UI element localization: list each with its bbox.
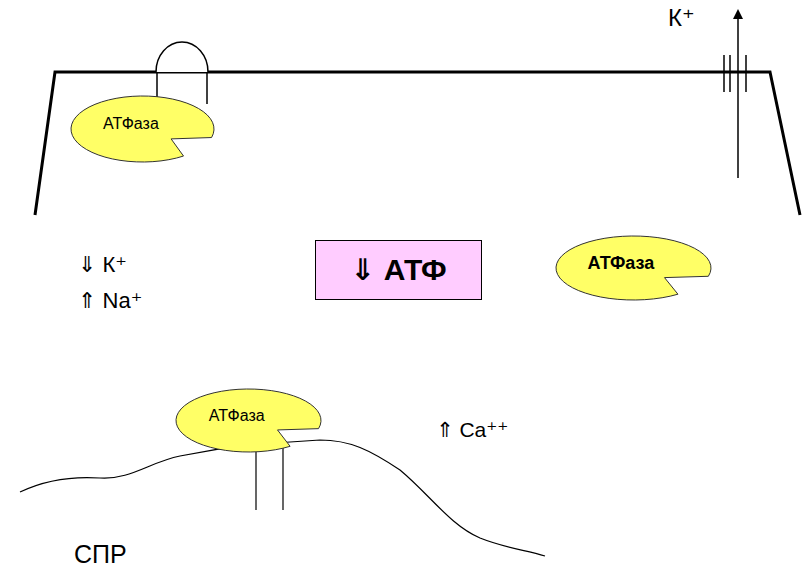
enzyme-outline xyxy=(556,236,711,300)
channel-wall xyxy=(729,55,731,92)
pump-wall xyxy=(156,72,158,98)
calcium-channel-wall xyxy=(255,448,256,510)
cell-membrane xyxy=(35,72,800,215)
ion-change-label: ⇑ Na⁺ xyxy=(78,288,142,313)
potassium-efflux-arrow xyxy=(737,14,739,178)
calcium-channel-wall xyxy=(282,446,283,510)
organelle-label: СПР xyxy=(74,540,127,569)
box-outline xyxy=(316,241,482,300)
pump-dome xyxy=(156,42,208,72)
reticulum-membrane xyxy=(20,440,545,556)
atpase-enzyme: АТФаза xyxy=(70,95,215,163)
channel-wall xyxy=(723,55,725,92)
ion-change-label: ⇑ Ca⁺⁺ xyxy=(436,418,508,442)
channel-wall xyxy=(745,55,747,92)
node-text: АТФаза xyxy=(588,253,655,274)
text-group: АТФаза xyxy=(209,407,265,425)
enzyme-outline xyxy=(71,96,214,162)
atp-level-box: ⇓ АТФ xyxy=(315,240,482,300)
atpase-enzyme: АТФаза xyxy=(555,235,712,301)
text-group: АТФаза xyxy=(103,115,159,133)
node-text: ⇓ АТФ xyxy=(350,253,446,288)
enzyme-outline xyxy=(176,389,321,452)
pump-wall xyxy=(206,72,208,104)
node-text: АТФаза xyxy=(209,407,265,425)
ion-label: К⁺ xyxy=(668,4,695,32)
ion-change-label: ⇓ К⁺ xyxy=(78,252,127,277)
node-text: АТФаза xyxy=(103,115,159,133)
atpase-enzyme: АТФаза xyxy=(175,388,322,453)
text-group: АТФаза xyxy=(588,253,655,274)
text-group: ⇓ АТФ xyxy=(350,253,446,288)
